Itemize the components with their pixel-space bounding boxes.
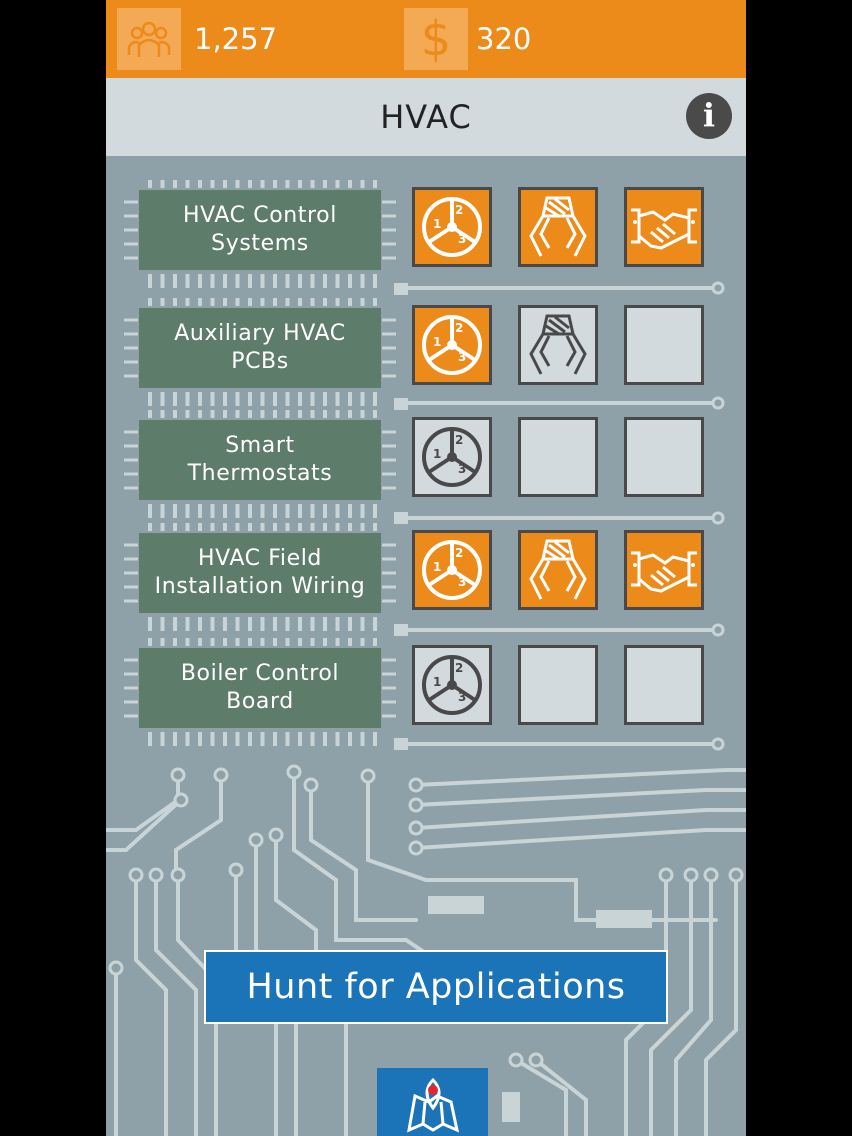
skill-badge[interactable]	[624, 187, 704, 267]
header: HVAC	[106, 78, 746, 156]
category-label-line2: Board	[226, 689, 294, 714]
category-label-line1: Smart	[225, 433, 295, 458]
chip-pins	[124, 298, 396, 406]
chip-pins	[124, 638, 396, 746]
skill-badge[interactable]	[518, 187, 598, 267]
skill-badge[interactable]	[624, 645, 704, 725]
svg-text:1: 1	[433, 447, 441, 461]
category-label-line1: HVAC Field	[198, 546, 322, 571]
category-label-line1: Auxiliary HVAC	[174, 321, 346, 346]
population-count: 1,257	[194, 22, 278, 56]
money-count: 320	[476, 22, 532, 56]
category-chip[interactable]: Auxiliary HVAC PCBs	[139, 308, 381, 388]
svg-text:3: 3	[458, 350, 466, 364]
chip-pins	[124, 523, 396, 631]
svg-text:1: 1	[433, 335, 441, 349]
chip-pins	[124, 410, 396, 518]
svg-text:2: 2	[455, 661, 463, 675]
svg-text:3: 3	[458, 690, 466, 704]
chip-pins	[124, 180, 396, 288]
category-label-line1: HVAC Control	[183, 203, 337, 228]
people-icon	[117, 8, 181, 70]
skill-badge[interactable]	[624, 305, 704, 385]
svg-text:2: 2	[455, 321, 463, 335]
map-pin-icon	[407, 1077, 460, 1133]
info-icon[interactable]: i	[686, 93, 732, 139]
hunt-for-applications-button[interactable]: Hunt for Applications	[204, 950, 668, 1024]
page-title: HVAC	[380, 98, 472, 136]
svg-text:1: 1	[433, 675, 441, 689]
category-label-line2: Systems	[211, 231, 309, 256]
svg-text:1: 1	[433, 217, 441, 231]
category-label-line1: Boiler Control	[180, 661, 340, 686]
svg-text:3: 3	[458, 232, 466, 246]
svg-text:2: 2	[455, 546, 463, 560]
svg-text:1: 1	[433, 560, 441, 574]
skill-badge[interactable]	[518, 645, 598, 725]
circuit-background	[106, 281, 746, 1136]
map-button[interactable]	[377, 1068, 488, 1136]
skill-badge[interactable]	[518, 305, 598, 385]
svg-text:3: 3	[458, 462, 466, 476]
category-label-line2: Installation Wiring	[154, 574, 366, 599]
svg-text:3: 3	[458, 575, 466, 589]
skill-badge[interactable]	[624, 530, 704, 610]
skill-badge[interactable]	[624, 417, 704, 497]
skill-badge[interactable]	[518, 530, 598, 610]
category-label-line2: PCBs	[231, 349, 289, 374]
dollar-icon: $	[404, 8, 468, 70]
skill-badge[interactable]	[518, 417, 598, 497]
svg-text:2: 2	[455, 433, 463, 447]
svg-text:2: 2	[455, 203, 463, 217]
category-label-line2: Thermostats	[187, 461, 333, 486]
resource-bar: 1,257 $ 320	[106, 0, 746, 78]
